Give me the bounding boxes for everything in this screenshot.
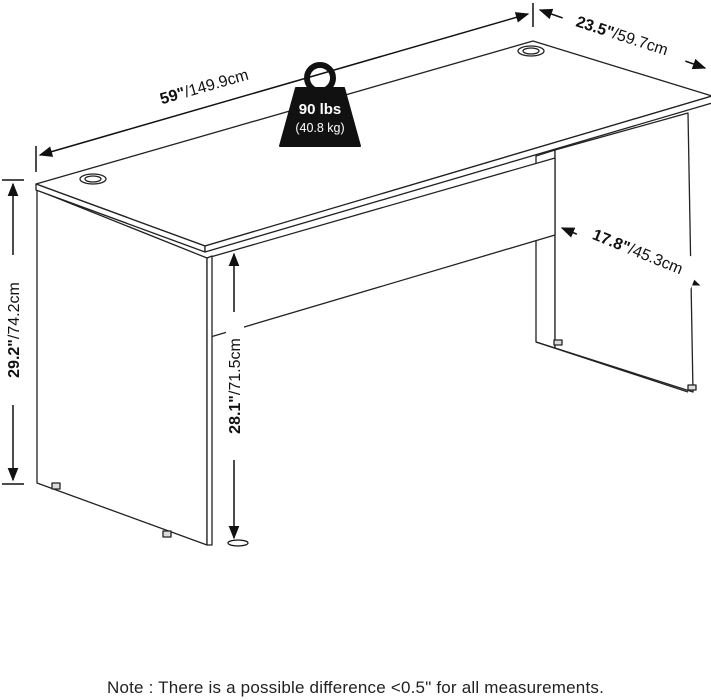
- foot: [162, 530, 172, 538]
- left-leg-edge: [206, 255, 213, 546]
- desktop-right-edge: [204, 95, 711, 253]
- weight-kg: (40.8 kg): [295, 121, 344, 135]
- width-dimension: 59"/149.9cm: [35, 3, 534, 172]
- depth-dimension: 23.5"/59.7cm: [538, 1, 707, 71]
- height-dimension: 29.2"/74.2cm: [2, 179, 24, 485]
- height-label: 29.2"/74.2cm: [6, 282, 23, 378]
- weight-icon: 90 lbs (40.8 kg): [279, 62, 361, 147]
- weight-lbs: 90 lbs: [299, 101, 342, 118]
- knee-height-dimension: 28.1"/71.5cm: [226, 252, 249, 547]
- knee-height-label: 28.1"/71.5cm: [227, 338, 244, 434]
- measurement-note: Note : There is a possible difference <0…: [106, 678, 605, 697]
- foot: [687, 384, 697, 391]
- foot: [51, 482, 61, 490]
- foot: [553, 339, 563, 346]
